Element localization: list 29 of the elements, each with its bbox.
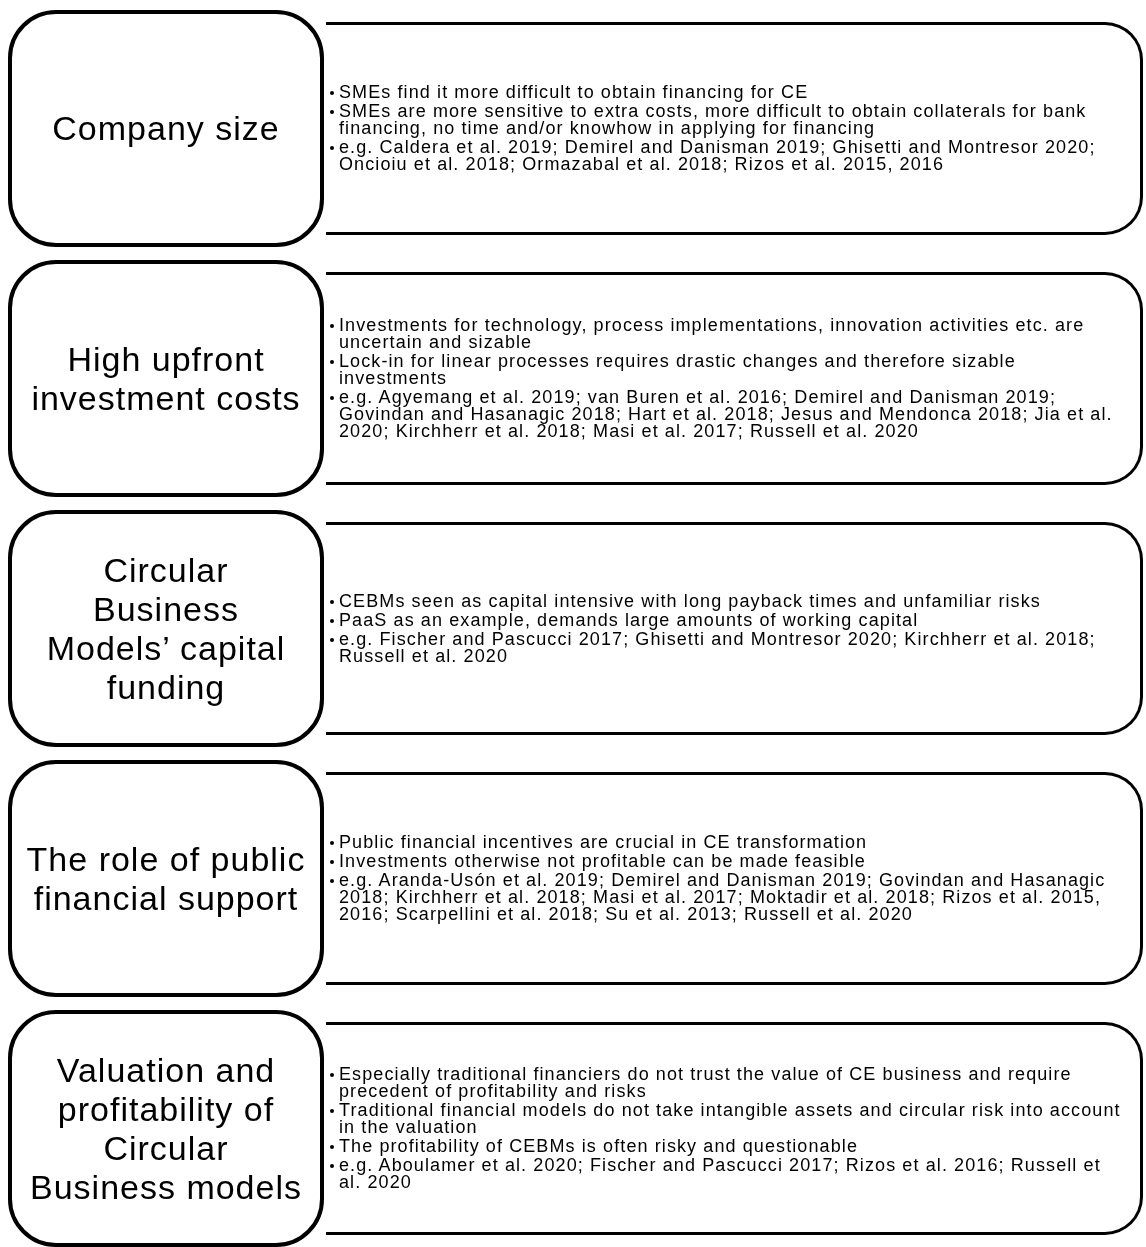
category-box [8, 260, 324, 497]
bullet-text: CEBMs seen as capital intensive with long payback times and unfamiliar risks [330, 592, 1128, 610]
category-box [8, 1010, 324, 1247]
description-box [326, 772, 1143, 985]
bullet-text: e.g. Aboulamer et al. 2020; Fischer and Pascucci 2017; Rizos et al. 2016; Russell et al. 2020 [330, 1157, 1128, 1191]
bullet-text: e.g. Agyemang et al. 2019; van Buren et al. 2016; Demirel and Danisman 2019; Govindan and Hasanagic 2018; Hart et al. 2018; Jesus and Mendonca 2018; Jia et al. 2020; Kirchherr et al. 2018; Masi et al. 2017; Russell et al. 2020 [330, 389, 1128, 440]
bullet-text: e.g. Aranda-Usón et al. 2019; Demirel and Danisman 2019; Govindan and Hasanagic 2018; Kirchherr et al. 2018; Masi et al. 2017; Moktadir et al. 2018; Rizos et al. 2015, 2016; Scarpellini et al. 2018; Su et al. 2013; Russell et al. 2020 [330, 872, 1128, 923]
description-box [326, 22, 1143, 235]
bullet-text: PaaS as an example, demands large amounts of working capital [330, 611, 1128, 629]
bullet-text: Especially traditional financiers do not trust the value of CE business and require precedent of profitability and risks [330, 1066, 1128, 1100]
category-box [8, 510, 324, 747]
category-box [8, 760, 324, 997]
description-box [326, 272, 1143, 485]
bullet-text: e.g. Caldera et al. 2019; Demirel and Danisman 2019; Ghisetti and Montresor 2020; Oncioiu et al. 2018; Ormazabal et al. 2018; Rizos et al. 2015, 2016 [330, 139, 1128, 173]
bullet-text: Investments for technology, process implementations, innovation activities etc. are uncertain and sizable [330, 317, 1128, 351]
description-box [326, 522, 1143, 735]
bullet-text: e.g. Fischer and Pascucci 2017; Ghisetti and Montresor 2020; Kirchherr et al. 2018; Russell et al. 2020 [330, 630, 1128, 665]
category-title: Circular Business Models’ capital funding [45, 550, 287, 707]
category-title: The role of public financial support [25, 839, 307, 918]
category-title: High upfront investment costs [30, 339, 302, 418]
bullet-text: Traditional financial models do not take intangible assets and circular risk into account in the valuation [330, 1102, 1128, 1136]
bullet-text: The profitability of CEBMs is often risky and questionable [330, 1138, 1128, 1155]
category-title: Company size [51, 109, 281, 148]
category-title: Valuation and profitability of Circular Business models [29, 1050, 303, 1207]
bullet-text: Public financial incentives are crucial in CE transformation [330, 834, 1128, 851]
bullet-text: Investments otherwise not profitable can be made feasible [330, 853, 1128, 870]
description-box [326, 1022, 1143, 1235]
category-box [8, 10, 324, 247]
bullet-text: SMEs find it more difficult to obtain financing for CE [330, 84, 1128, 101]
